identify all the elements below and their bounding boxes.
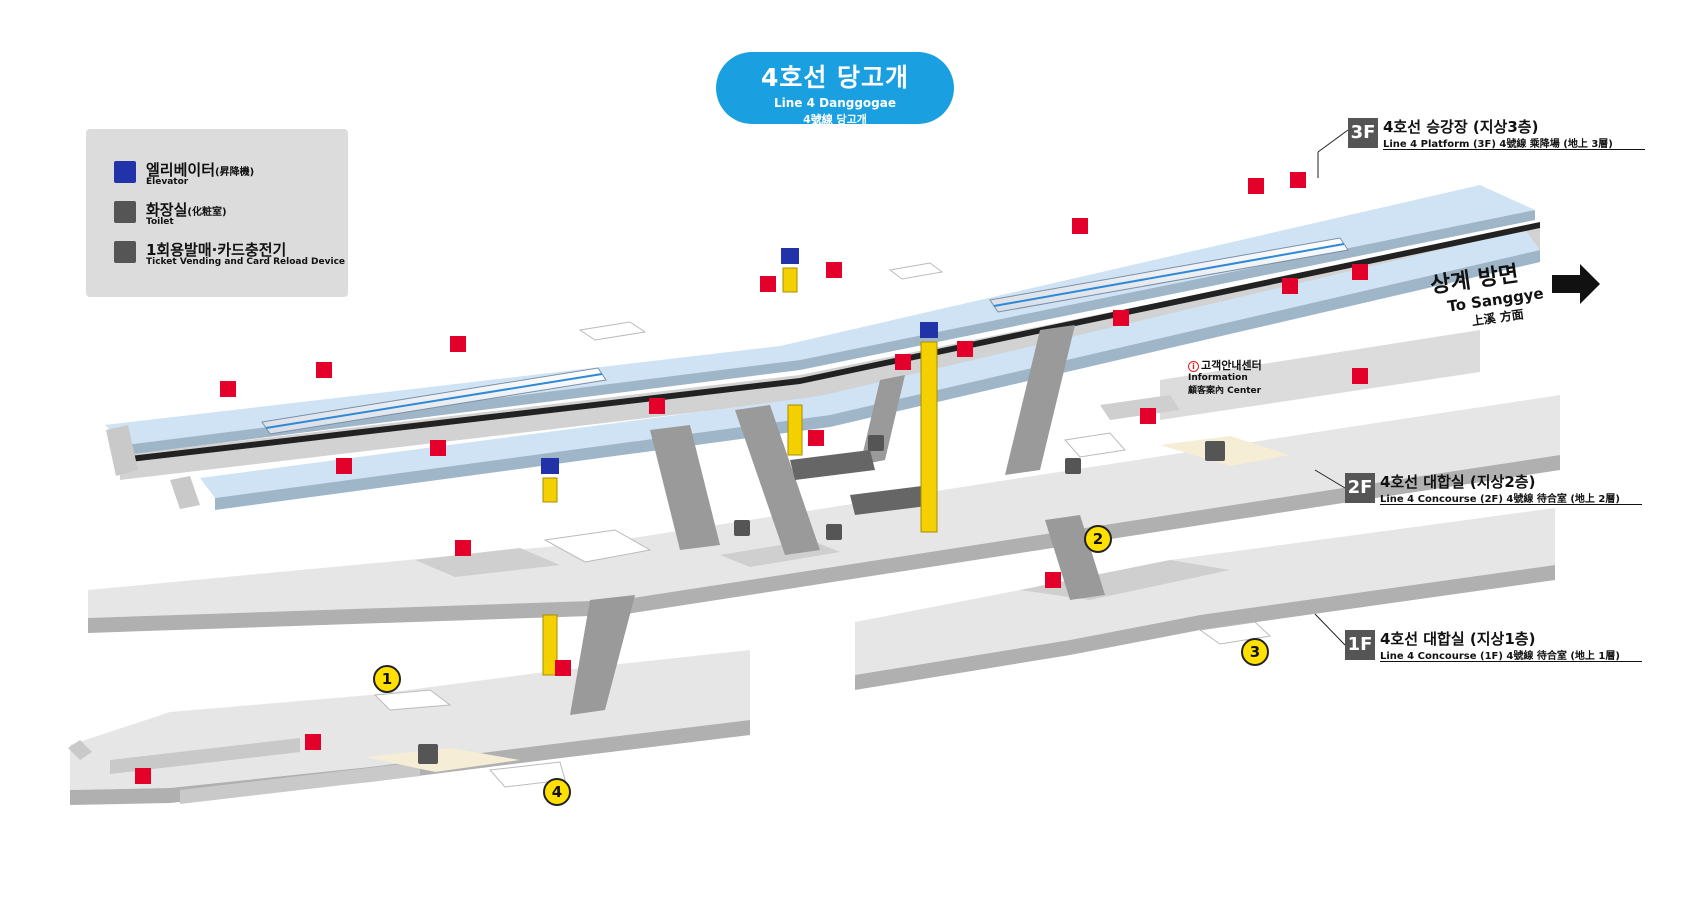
trains [261, 237, 1349, 435]
toilet-icon [1205, 441, 1225, 461]
toilet-icon [418, 744, 438, 764]
floor-subtitle-3f: Line 4 Platform (3F) 4號線 乘降場 (地上 3層) [1383, 139, 1613, 150]
safety-markers [135, 172, 1368, 784]
legend-toilet-hanja: (化粧室) [187, 207, 227, 218]
ticket-machines [734, 435, 1081, 540]
floor-1f-left [68, 650, 750, 805]
floor-badge-3f: 3F [1348, 118, 1378, 148]
emergency-phone-icon [1248, 178, 1264, 194]
fire-extinguisher-icon [1072, 218, 1088, 234]
information-icon: i [1188, 361, 1199, 372]
floor-3f-platform [105, 185, 1540, 510]
floor-subtitle-2f: Line 4 Concourse (2F) 4號線 待合室 (地上 2層) [1380, 494, 1620, 505]
legend-elevator-label: 엘리베이터 [146, 161, 216, 179]
floor-subtitle-1f: Line 4 Concourse (1F) 4號線 待合室 (地上 1層) [1380, 651, 1620, 662]
station-title-english: Line 4 Danggogae [774, 96, 896, 110]
ticket-machine-icon [868, 435, 884, 451]
elevator-icon [781, 248, 799, 264]
station-title-hanja: 4號線 당고개 [803, 113, 867, 126]
fire-extinguisher-icon [895, 354, 911, 370]
information-korean: 고객안내센터 [1201, 359, 1262, 372]
fire-extinguisher-icon [1290, 172, 1306, 188]
toilets [418, 441, 1225, 764]
legend-elevator-sub: Elevator [146, 177, 189, 187]
leader-lines [1314, 129, 1349, 646]
information-hanja: 顧客案內 Center [1188, 386, 1262, 396]
legend-toilet-label: 화장실 [146, 201, 188, 219]
fire-extinguisher-icon [135, 768, 151, 784]
elevator-icon [114, 161, 136, 183]
fire-extinguisher-icon [1352, 264, 1368, 280]
emergency-phone-icon [826, 262, 842, 278]
fire-extinguisher-icon [760, 276, 776, 292]
fire-extinguisher-icon [305, 734, 321, 750]
floor-badge-1f: 1F [1345, 630, 1375, 660]
fire-extinguisher-icon [1045, 572, 1061, 588]
emergency-phone-icon [430, 440, 446, 456]
ticket-machine-icon [826, 524, 842, 540]
information-english: Information [1188, 373, 1248, 383]
elevator-icon [920, 322, 938, 338]
stairs-2f-1f [570, 515, 1105, 715]
elevators [541, 248, 938, 676]
floor-title-1f: 4호선 대합실 (지상1층) [1380, 630, 1536, 648]
fire-extinguisher-icon [1352, 368, 1368, 384]
legend-ticket-label: 1회용발매·카드충전기 [146, 241, 287, 259]
elevator-icon [541, 458, 559, 474]
fire-extinguisher-icon [1113, 310, 1129, 326]
direction-arrow-icon [1552, 264, 1600, 304]
station-title: 4호선 당고개 Line 4 Danggogae 4號線 당고개 [716, 52, 954, 126]
stairs-3f-2f [650, 325, 1075, 555]
exit-3-marker: 3 [1241, 638, 1269, 666]
ticket-machine-icon [1065, 458, 1081, 474]
fire-extinguisher-icon [220, 381, 236, 397]
floor-badge-2f: 2F [1345, 473, 1375, 503]
legend-elevator-hanja: (昇降機) [215, 167, 255, 178]
legend-toilet-sub: Toilet [146, 217, 174, 227]
toilet-icon [114, 201, 136, 223]
emergency-phone-icon [1282, 278, 1298, 294]
fire-extinguisher-icon [555, 660, 571, 676]
fire-extinguisher-icon [450, 336, 466, 352]
station-title-korean: 4호선 당고개 [760, 63, 910, 92]
ticket-machine-icon [114, 241, 136, 263]
fire-extinguisher-icon [649, 398, 665, 414]
ticket-machine-icon [734, 520, 750, 536]
legend-panel: 엘리베이터(昇降機) Elevator 화장실(化粧室) Toilet 1회용발… [86, 129, 348, 297]
exit-4-marker: 4 [543, 778, 571, 806]
exit-2-marker: 2 [1084, 525, 1112, 553]
fire-extinguisher-icon [808, 430, 824, 446]
emergency-phone-icon [316, 362, 332, 378]
fire-extinguisher-icon [336, 458, 352, 474]
emergency-phone-icon [957, 341, 973, 357]
exit-1-marker: 1 [373, 665, 401, 693]
legend-ticket-sub: Ticket Vending and Card Reload Device [146, 257, 346, 267]
fire-extinguisher-icon [455, 540, 471, 556]
floor-title-2f: 4호선 대합실 (지상2층) [1380, 473, 1536, 491]
floor-title-3f: 4호선 승강장 (지상3층) [1383, 118, 1539, 136]
fire-extinguisher-icon [1140, 408, 1156, 424]
